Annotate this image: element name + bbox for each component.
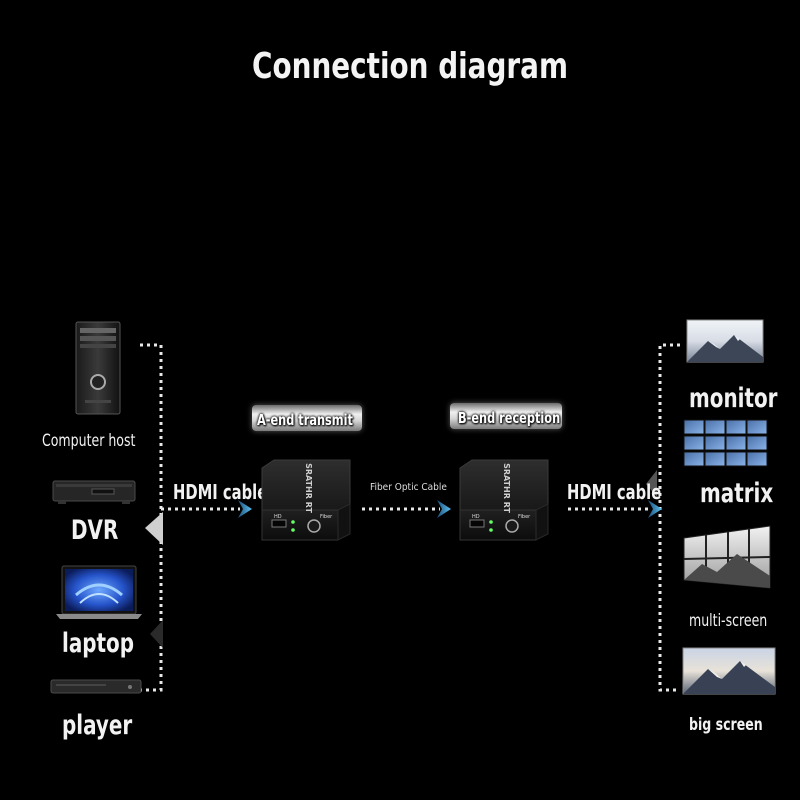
middle-cable-label: Fiber Optic Cable — [370, 482, 447, 493]
right-chevron — [646, 470, 657, 497]
transmitter-hd-label: HD — [274, 514, 282, 520]
right-cable-label: HDMI cable — [567, 480, 662, 504]
arrow-to-transmitter — [238, 500, 252, 518]
transmitter-brand: SRATHR RT — [304, 463, 313, 513]
receiver-hd-label: HD — [472, 514, 480, 520]
transmitter-device-icon: SRATHR RT HD Fiber — [261, 459, 351, 541]
source-label-laptop: laptop — [62, 628, 134, 659]
display-label-big-screen: big screen — [689, 715, 763, 735]
receiver-fiber-label: Fiber — [518, 514, 531, 520]
source-label-dvr: DVR — [71, 515, 119, 546]
display-label-multi-screen: multi-screen — [689, 611, 768, 631]
arrow-to-receiver — [437, 500, 451, 518]
video-wall-icon — [683, 525, 771, 589]
laptop-icon — [56, 565, 142, 619]
transmitter-label: A-end transmit — [257, 411, 353, 429]
display-label-monitor: monitor — [689, 383, 778, 414]
arrow-to-displays — [648, 500, 662, 518]
source-label-player: player — [62, 710, 133, 741]
receiver-hdmi-port — [469, 519, 485, 528]
transmitter-fiber-label: Fiber — [320, 514, 333, 520]
receiver-brand: SRATHR RT — [502, 463, 511, 513]
display-label-matrix: matrix — [700, 478, 774, 509]
left-chevron — [145, 512, 163, 545]
left-chevron-2 — [150, 620, 163, 648]
receiver-fiber-port — [505, 519, 519, 533]
computer-tower-icon — [75, 321, 121, 415]
page-title: Connection diagram — [252, 46, 568, 87]
video-matrix-icon — [683, 419, 768, 467]
transmitter-hdmi-port — [271, 519, 287, 528]
left-cable-label: HDMI cable — [173, 480, 268, 504]
big-screen-icon — [682, 647, 776, 695]
source-label-computer-host: Computer host — [42, 431, 136, 451]
dvr-icon — [52, 480, 136, 504]
receiver-device-icon: SRATHR RT HD Fiber — [459, 459, 549, 541]
disc-player-icon — [50, 679, 142, 694]
receiver-label-plate — [450, 403, 562, 429]
monitor-icon — [686, 319, 764, 363]
receiver-label: B-end reception — [458, 409, 561, 427]
transmitter-label-plate — [252, 405, 362, 431]
transmitter-fiber-port — [307, 519, 321, 533]
right-bus-line — [658, 343, 680, 692]
